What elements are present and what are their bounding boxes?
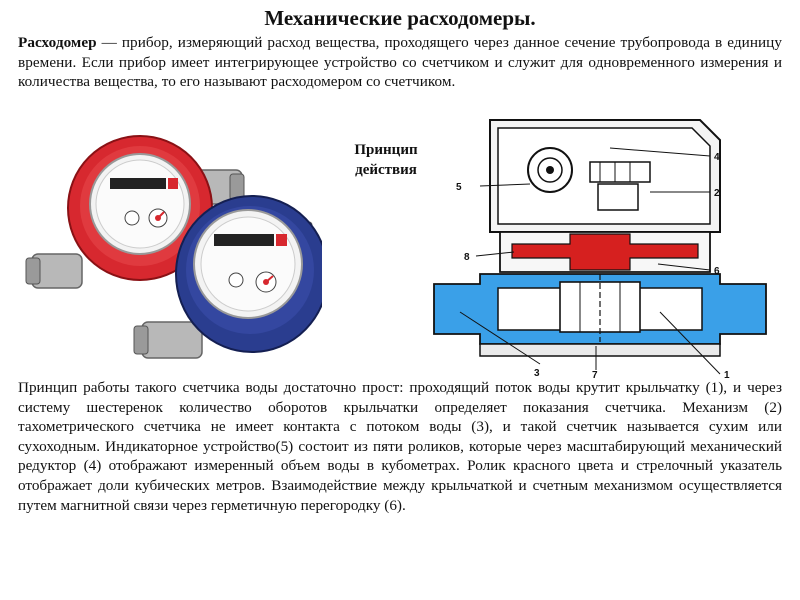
principle-line-1: Принцип	[354, 142, 418, 158]
meter-cross-section-diagram: 4 5 2 6 8 3 7 1	[433, 119, 767, 380]
diagram-label-6: 6	[714, 266, 720, 277]
principle-heading: Принцип действия	[330, 140, 442, 180]
diagram-label-7: 7	[592, 370, 598, 380]
diagram-label-5: 5	[456, 182, 462, 193]
blue-meter	[133, 195, 322, 359]
intro-paragraph: Расходомер — прибор, измеряющий расход в…	[18, 33, 782, 92]
body-paragraph: Принцип работы такого счетчика воды дост…	[18, 379, 782, 514]
intro-term: Расходомер	[18, 34, 97, 51]
diagram-label-1: 1	[724, 370, 730, 380]
diagram-label-8: 8	[464, 252, 470, 263]
water-meters-photo	[25, 135, 322, 359]
principle-line-2: действия	[355, 162, 417, 178]
diagram-label-2: 2	[714, 188, 720, 199]
red-meter	[25, 135, 245, 289]
page-title: Механические расходомеры.	[264, 6, 536, 30]
intro-definition: — прибор, измеряющий расход вещества, пр…	[18, 34, 782, 90]
diagram-label-4: 4	[714, 152, 720, 163]
diagram-label-3: 3	[534, 368, 540, 379]
